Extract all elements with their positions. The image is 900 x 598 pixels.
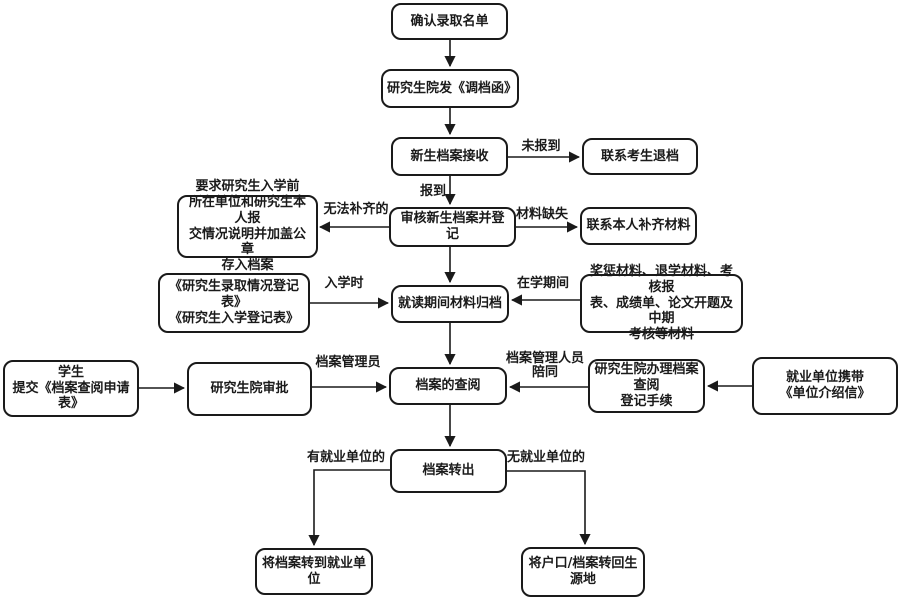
node-study-materials: 奖惩材料、退学材料、考核报 表、成绩单、论文开题及中期 考核等材料 [580, 264, 743, 342]
edge-label-no-employer: 无就业单位的 [506, 450, 585, 465]
node-grad-approve: 研究生院审批 [187, 362, 312, 416]
edge-label-material-missing: 材料缺失 [515, 207, 568, 222]
edge-label-archivist: 档案管理员 [315, 355, 381, 370]
node-archive-review: 档案的查阅 [389, 367, 507, 405]
node-receive-archive: 新生档案接收 [391, 137, 508, 176]
node-contact-withdraw: 联系考生退档 [582, 138, 698, 175]
node-student-apply: 学生 提交《档案查阅申请表》 [3, 360, 139, 417]
node-review-register: 审核新生档案并登记 [389, 207, 516, 247]
node-enroll-forms: 《研究生录取情况登记表》 《研究生入学登记表》 [158, 273, 310, 333]
node-handle-registration: 研究生院办理档案查阅 登记手续 [588, 359, 705, 413]
edge-no-employer [507, 470, 591, 546]
node-contact-complete: 联系本人补齐材料 [580, 207, 697, 245]
node-to-employer: 将档案转到就业单位 [255, 548, 373, 595]
edge-label-during-study: 在学期间 [516, 276, 569, 291]
node-archive-during-study: 就读期间材料归档 [391, 285, 509, 323]
node-archive-transfer: 档案转出 [390, 449, 507, 493]
node-confirm-list: 确认录取名单 [391, 3, 508, 40]
edge-label-has-employer: 有就业单位的 [306, 450, 385, 465]
node-require-statement: 要求研究生入学前 所在单位和研究生本人报 交情况说明并加盖公章 存入档案 [177, 179, 318, 273]
node-to-hometown: 将户口/档案转回生源地 [521, 547, 645, 597]
edge-label-accompanied: 档案管理人员 陪同 [505, 351, 584, 381]
edge-label-reported: 报到 [419, 184, 446, 199]
node-send-letter: 研究生院发《调档函》 [381, 69, 519, 108]
edge-label-not-reported: 未报到 [521, 139, 561, 154]
edge-has-employer [308, 469, 390, 547]
node-employer-letter: 就业单位携带 《单位介绍信》 [752, 357, 898, 415]
edge-label-at-enrollment: 入学时 [324, 276, 364, 291]
edge-label-cannot-complete: 无法补齐的 [323, 202, 389, 217]
